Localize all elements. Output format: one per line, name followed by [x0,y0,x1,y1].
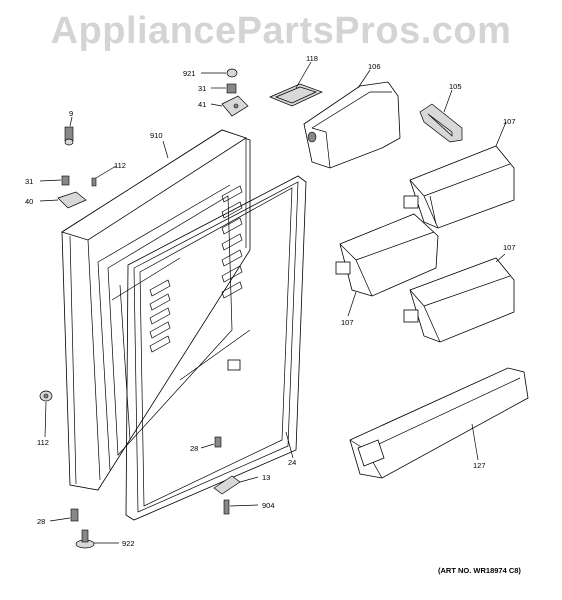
callout-107-upper: 107 [503,117,516,126]
callout-112-lower: 112 [37,438,49,447]
callout-31-left: 31 [25,177,33,186]
part-112-screw-lower [39,390,53,402]
part-921-cap [226,68,238,78]
outer-door-910 [61,129,251,491]
part-112-screw-top [91,177,97,187]
part-13-hinge-bottom [213,475,241,495]
callout-28-center: 28 [190,444,198,453]
part-40-hinge-left [57,191,87,209]
door-gasket-24 [125,175,307,521]
door-bin-107-middle-left [335,213,439,297]
callout-921: 921 [183,69,196,78]
door-bin-107-upper-right [403,145,515,229]
art-number: (ART NO. WR18974 C8) [438,566,521,575]
part-28-pin-bottom [70,508,79,522]
part-118-tray [269,83,323,107]
callout-40: 40 [25,197,33,206]
callout-922: 922 [122,539,135,548]
callout-107-left: 107 [341,318,354,327]
door-bin-107-lower-right [403,257,515,343]
part-106-dairy-door [303,81,401,169]
callout-107-right: 107 [503,243,516,252]
callout-106: 106 [368,62,381,71]
liner-ribs-left [149,279,171,353]
part-904-screw [223,499,230,515]
part-31-hinge-pin-top [226,83,237,94]
callout-labels: 921 31 41 118 106 105 9 910 112 31 40 10… [25,54,516,548]
watermark-logo: AppliancePartsPros.com [50,10,512,52]
callout-28-bottom: 28 [37,517,45,526]
callout-910: 910 [150,131,163,140]
callout-41: 41 [198,100,206,109]
callout-24: 24 [288,458,296,467]
part-9-bushing [64,126,74,146]
callout-13: 13 [262,473,270,482]
part-105-bracket [419,103,463,143]
part-41-hinge-top [221,95,249,117]
callout-112-top: 112 [114,161,126,170]
liner-ribs-right [221,185,243,299]
callout-31-top: 31 [198,84,206,93]
callout-127: 127 [473,461,486,470]
callout-105: 105 [449,82,462,91]
part-31-hinge-pin-left [61,175,70,186]
callout-904: 904 [262,501,275,510]
door-rail-127 [349,367,529,479]
part-28-pin-center [214,436,222,448]
part-922-foot [75,529,95,549]
callout-9: 9 [69,109,73,118]
callout-118: 118 [306,54,318,63]
leader-lines [39,61,507,544]
